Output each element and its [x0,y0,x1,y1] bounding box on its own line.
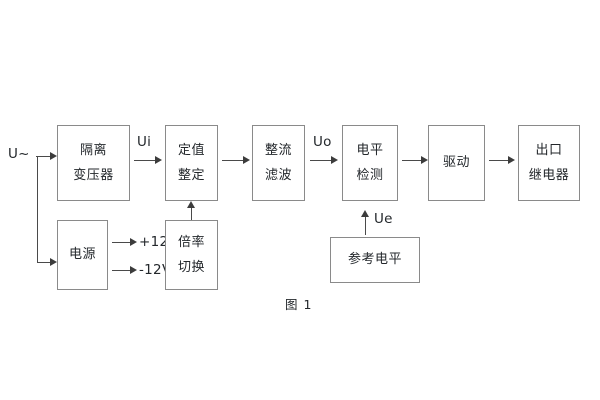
setting-to-rectify-line [222,160,244,161]
rail-positive-line [112,242,132,243]
block-power-supply[interactable]: 电源 [57,220,108,290]
block-drive[interactable]: 驱动 [428,125,485,201]
block-setting-value-line2: 整定 [177,167,205,183]
block-power-supply-line1: 电源 [68,247,96,263]
transformer-to-setting-line [134,160,156,161]
level-to-drive-arrow [421,156,428,164]
block-output-relay[interactable]: 出口 继电器 [518,125,580,201]
source-to-transformer-arrow [50,152,57,160]
block-drive-line1: 驱动 [442,155,470,171]
source-trunk-line [37,156,38,263]
block-rectify-filter-line1: 整流 [264,142,292,158]
transformer-to-setting-arrow [155,156,162,164]
block-rectify-filter-line2: 滤波 [264,167,292,183]
block-reference-level-line1: 参考电平 [347,252,402,268]
rail-positive-arrow [130,238,137,246]
block-output-relay-line2: 继电器 [528,167,570,183]
source-to-transformer-line [37,156,51,157]
block-level-detect-line2: 检测 [356,167,384,183]
uo-signal-label: Uo [313,134,332,150]
block-isolation-transformer-line1: 隔离 [79,142,107,158]
multiplier-to-setting-line [191,205,192,220]
level-to-drive-line [402,160,424,161]
setting-to-rectify-arrow [243,156,250,164]
block-level-detect-line1: 电平 [356,142,384,158]
reference-to-level-arrow [361,210,369,217]
drive-to-relay-line [489,160,511,161]
input-source-label: U~ [8,146,30,162]
block-isolation-transformer[interactable]: 隔离 变压器 [57,125,130,201]
block-multiplier-switch-line2: 切换 [177,259,205,275]
block-multiplier-switch-line1: 倍率 [177,234,205,250]
block-setting-value-line1: 定值 [177,142,205,158]
block-isolation-transformer-line2: 变压器 [73,167,114,183]
rail-negative-arrow [130,266,137,274]
rectify-to-level-arrow [331,156,338,164]
ue-signal-label: Ue [374,211,393,227]
drive-to-relay-arrow [508,156,515,164]
rail-negative-label: -12V [139,262,172,278]
block-reference-level[interactable]: 参考电平 [330,237,420,283]
rail-negative-line [112,270,132,271]
block-rectify-filter[interactable]: 整流 滤波 [252,125,305,201]
block-setting-value[interactable]: 定值 整定 [165,125,218,201]
multiplier-to-setting-arrow [187,201,195,208]
ui-signal-label: Ui [137,134,152,150]
source-to-power-line [37,262,51,263]
block-level-detect[interactable]: 电平 检测 [342,125,398,201]
reference-to-level-line [365,215,366,235]
figure-caption: 图 1 [285,297,313,312]
rectify-to-level-line [310,160,332,161]
block-multiplier-switch[interactable]: 倍率 切换 [165,220,218,290]
block-output-relay-line1: 出口 [535,142,563,158]
source-to-power-arrow [50,258,57,266]
